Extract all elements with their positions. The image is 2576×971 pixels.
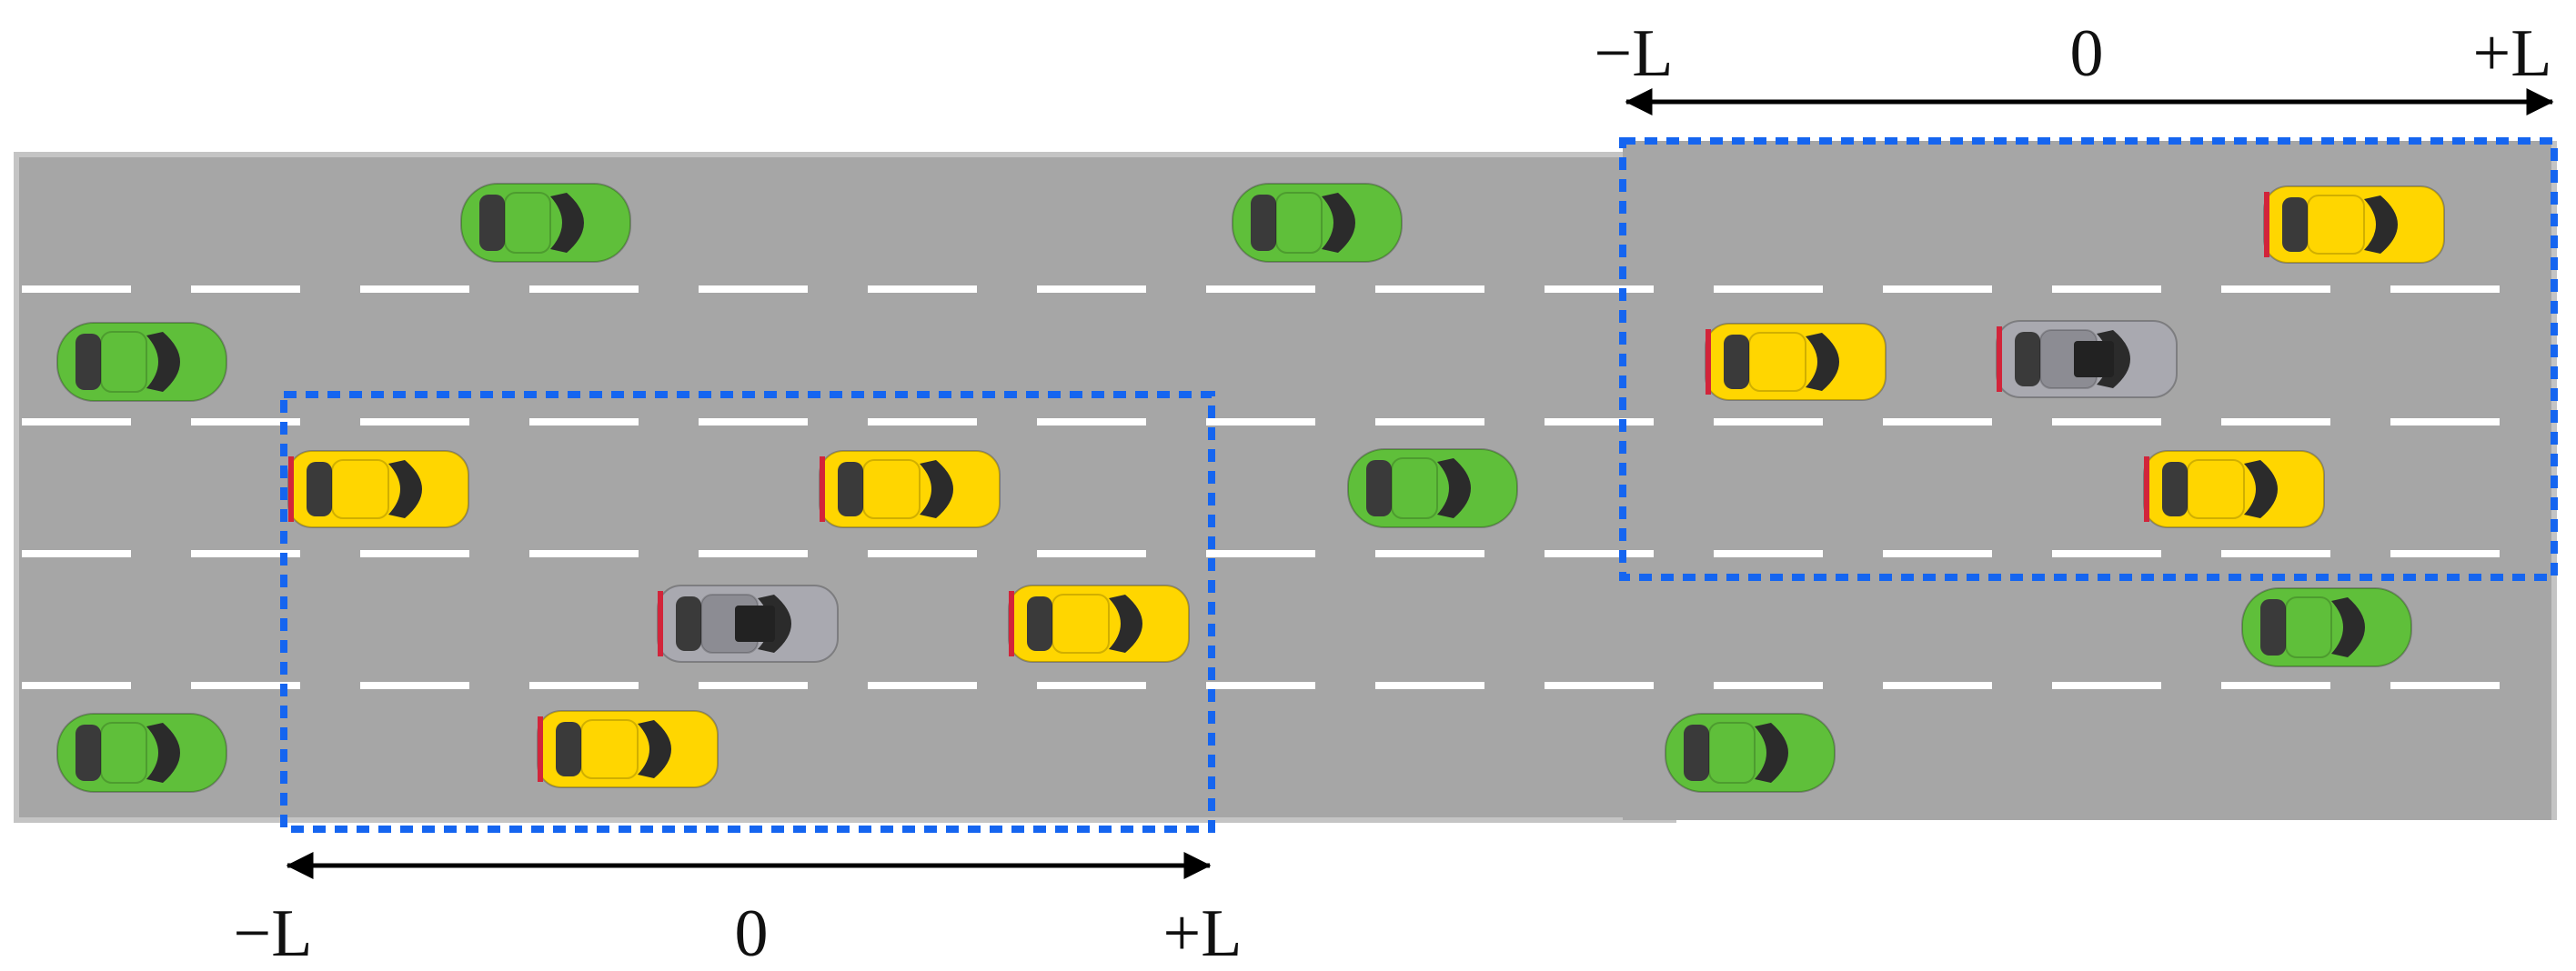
window-right-minus-label: −L [1594,16,1674,91]
window-left-zero-label: 0 [734,896,769,971]
yellow-car [819,450,1001,528]
green-car [1232,183,1403,263]
vehicles [56,183,2445,793]
window-left-plus-label: +L [1162,896,1243,971]
green-car [1665,713,1836,793]
green-car [2241,587,2412,667]
lane-markings [22,285,2500,689]
yellow-car [2143,450,2325,528]
window-right-plus-label: +L [2472,16,2552,91]
yellow-car [1008,585,1190,663]
window-left-minus-label: −L [233,896,313,971]
yellow-car [2263,185,2445,264]
green-car [56,713,227,793]
yellow-car [1705,323,1887,401]
window-right-box [1619,137,2558,581]
green-car [56,322,227,402]
gray-car [1996,320,2178,398]
gray-car [657,585,839,663]
green-car [1347,448,1518,528]
window-left-box [280,391,1215,833]
window-right-zero-label: 0 [2069,16,2104,91]
yellow-car [287,450,469,528]
green-car [460,183,631,263]
yellow-car [537,710,719,788]
